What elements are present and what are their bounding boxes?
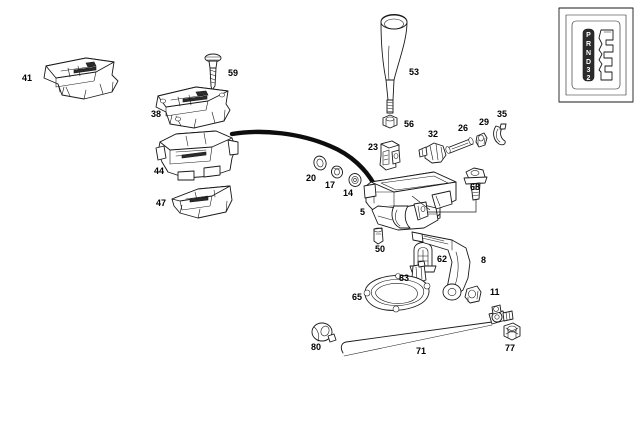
callout-50: 50 (375, 244, 386, 254)
callout-14: 14 (343, 188, 354, 198)
part-68-flange-head-bolt (428, 167, 488, 213)
gate-position-d: D (586, 59, 591, 66)
part-50-dowel-pin (373, 227, 384, 245)
callout-56: 56 (404, 119, 415, 129)
part-38-shift-gate-cover-plate (155, 86, 231, 129)
gate-position-r: R (586, 41, 591, 48)
callout-47: 47 (156, 198, 167, 208)
part-53-gear-shift-knob (380, 14, 408, 114)
callout-8: 8 (481, 255, 487, 265)
part-56-hex-nut (382, 114, 398, 129)
callout-65: 65 (352, 292, 363, 302)
callout-11: 11 (490, 287, 500, 297)
part-65-shift-boot-seal-frame (363, 273, 431, 313)
shift-pattern-indicator-panel: P R N D 3 2 (558, 7, 634, 103)
part-17-bushing-ring (331, 165, 343, 179)
callout-38: 38 (151, 109, 162, 119)
part-41-shift-console-trim-panel (43, 57, 119, 100)
part-80-rod-end-bushing (311, 322, 337, 343)
gate-position-n: N (586, 50, 591, 57)
part-11-pivot-bushing (464, 285, 482, 304)
callout-35: 35 (497, 109, 508, 119)
part-5-shifter-housing-body (363, 171, 457, 231)
callout-44: 44 (154, 166, 165, 176)
callout-59: 59 (228, 68, 239, 78)
callout-23: 23 (368, 142, 379, 152)
part-32-detent-spring-bracket (418, 142, 447, 164)
callout-17: 17 (325, 180, 336, 190)
gate-position-p: P (586, 32, 591, 39)
callout-53: 53 (409, 67, 420, 77)
part-29-spacer-bushing (475, 132, 488, 148)
callout-80: 80 (311, 342, 322, 352)
part-8-bellcrank-lever (411, 231, 471, 301)
part-59-self-tapping-screw (204, 53, 222, 91)
part-20-circlip-ring (313, 155, 327, 171)
part-35-retaining-clip (493, 123, 507, 146)
part-47-lower-trim-tray (171, 185, 233, 219)
part-14-washer-ring (348, 173, 362, 187)
part-23-shift-lever-clevis-yoke (379, 140, 401, 171)
callout-32: 32 (428, 129, 439, 139)
callout-71: 71 (416, 346, 427, 356)
part-71-shift-control-rod (340, 304, 514, 357)
gate-position-3: 3 (587, 67, 591, 74)
gate-position-2: 2 (587, 75, 591, 82)
callout-20: 20 (306, 173, 317, 183)
callout-62: 62 (437, 254, 448, 264)
callout-68: 68 (470, 182, 481, 192)
callout-77: 77 (505, 343, 516, 353)
callout-41: 41 (22, 73, 33, 83)
callout-5: 5 (360, 207, 366, 217)
part-77-adjuster-nut (503, 322, 521, 341)
callout-26: 26 (458, 123, 469, 133)
part-26-pivot-pin (445, 137, 474, 154)
callout-29: 29 (479, 117, 490, 127)
callout-83: 83 (399, 273, 410, 283)
part-44-shifter-frame-bracket (155, 130, 239, 181)
